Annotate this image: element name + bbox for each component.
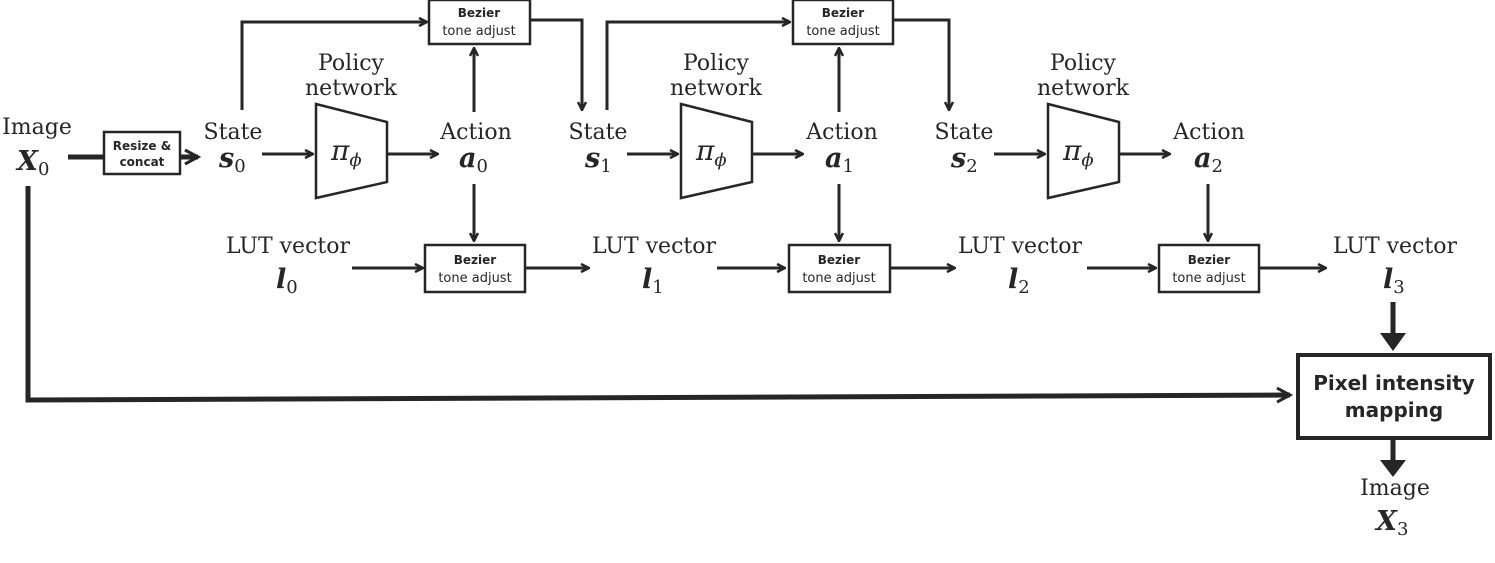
bezier-top-2-line2: tone adjust	[806, 24, 879, 39]
image-label-3: Image	[1360, 476, 1430, 501]
arrow-lut3-to-mapping-head	[1380, 333, 1406, 351]
bezier-top-box-2	[791, 0, 895, 46]
policy-network-shape-1	[679, 102, 754, 200]
policy-label-2-line2: network	[1037, 76, 1130, 101]
policy-symbol-1: πϕ	[695, 134, 727, 171]
lut-label-3: LUT vector	[1333, 234, 1457, 259]
arrow-mapping-to-image3-head	[1380, 460, 1406, 477]
bezier-bottom-box-1	[423, 243, 527, 294]
policy-label-2-line1: Policy	[1050, 51, 1117, 76]
action-label-0: Action	[439, 120, 512, 145]
lut-symbol-2: l2	[1008, 264, 1030, 298]
state-label-2: State	[935, 120, 994, 145]
action-label-2: Action	[1172, 120, 1245, 145]
action-symbol-1: a1	[825, 143, 854, 177]
bezier-bottom-1-line1: Bezier	[454, 253, 497, 267]
lut-label-2: LUT vector	[958, 234, 1082, 259]
image-symbol-3: X3	[1374, 506, 1408, 540]
bezier-top-1-line1: Bezier	[458, 6, 501, 20]
policy-label-1-line2: network	[670, 76, 763, 101]
arrow-bezier-top1-to-state1	[530, 18, 582, 110]
resize-concat-box	[102, 130, 182, 176]
resize-label-line2: concat	[120, 155, 165, 169]
lut-symbol-3: l3	[1383, 264, 1405, 298]
bezier-bottom-1-line2: tone adjust	[438, 271, 511, 286]
policy-label-0-line1: Policy	[318, 51, 385, 76]
bezier-bottom-2-line2: tone adjust	[802, 271, 875, 286]
lut-symbol-1: l1	[642, 264, 664, 298]
pixel-mapping-box	[1296, 353, 1492, 440]
policy-label-1-line1: Policy	[683, 51, 750, 76]
action-symbol-2: a2	[1194, 143, 1223, 177]
bezier-bottom-3-line2: tone adjust	[1172, 271, 1245, 286]
resize-label-line1: Resize &	[113, 139, 171, 153]
bezier-bottom-box-3	[1157, 243, 1261, 294]
bezier-top-1-line2: tone adjust	[442, 24, 515, 39]
bezier-bottom-3-line1: Bezier	[1188, 253, 1231, 267]
state-symbol-2: s2	[950, 143, 978, 177]
lut-label-0: LUT vector	[226, 234, 350, 259]
lut-label-1: LUT vector	[592, 234, 716, 259]
policy-label-0-line2: network	[305, 76, 398, 101]
arrow-bezier-top2-to-state2	[893, 18, 949, 110]
state-label-0: State	[204, 120, 263, 145]
arrow-state1-to-bezier-top2	[605, 22, 790, 110]
mapping-line2: mapping	[1345, 398, 1443, 422]
bezier-bottom-box-2	[787, 243, 892, 294]
action-label-1: Action	[805, 120, 878, 145]
bezier-top-box-1	[427, 0, 532, 46]
state-symbol-0: s0	[218, 143, 246, 177]
policy-symbol-0: πϕ	[330, 134, 362, 171]
image-label-0: Image	[2, 115, 72, 140]
state-symbol-1: s1	[584, 143, 612, 177]
arrow-state0-to-bezier-top1	[240, 22, 427, 110]
lut-symbol-0: l0	[276, 264, 298, 298]
state-label-1: State	[569, 120, 628, 145]
policy-network-shape-2	[1046, 102, 1121, 200]
policy-network-shape-0	[314, 102, 389, 200]
mapping-line1: Pixel intensity	[1313, 371, 1475, 395]
policy-symbol-2: πϕ	[1062, 134, 1094, 171]
arrow-image-to-mapping	[25, 186, 1290, 400]
bezier-bottom-2-line1: Bezier	[818, 253, 861, 267]
bezier-top-2-line1: Bezier	[822, 6, 865, 20]
action-symbol-0: a0	[459, 143, 488, 177]
image-symbol-0: X0	[15, 146, 49, 180]
